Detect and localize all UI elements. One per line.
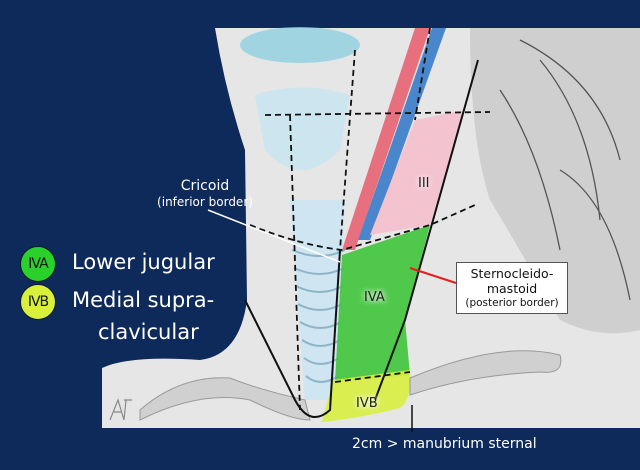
legend-label-iva: Lower jugular — [72, 250, 215, 274]
trachea — [290, 200, 345, 400]
scm-pointer — [409, 267, 457, 284]
zone-label-iva: IVA — [364, 290, 385, 305]
zone-ivb — [322, 370, 411, 422]
zone-label-iii: III — [418, 176, 430, 191]
left-clavicle — [139, 377, 311, 421]
jugular-vein — [358, 28, 446, 240]
manubrium-label: 2cm > manubrium sternal — [352, 436, 537, 452]
legend-label-ivb-cont: clavicular — [98, 320, 199, 344]
scm-label-box: Sternocleido- mastoid (posterior border) — [456, 262, 568, 314]
right-clavicle — [409, 350, 562, 396]
scm-border — [374, 59, 479, 401]
cricoid-pointer — [207, 209, 341, 263]
zone-label-ivb: IVB — [356, 396, 378, 411]
zone-iva — [335, 225, 430, 382]
trachea-rings — [291, 249, 346, 383]
carotid-artery — [342, 28, 430, 250]
level-boundaries — [249, 27, 491, 411]
legend-badge-iva: IVA — [20, 246, 56, 282]
legend-label-ivb: Medial supra- — [72, 288, 215, 312]
cricoid-label: Cricoid (inferior border) — [157, 178, 253, 209]
artist-signature — [109, 398, 132, 421]
zone-iii — [370, 110, 465, 235]
thyroid-cartilage — [255, 87, 350, 170]
hair-region — [470, 28, 640, 334]
legend-badge-ivb: IVB — [20, 284, 56, 320]
hyoid — [240, 27, 360, 63]
